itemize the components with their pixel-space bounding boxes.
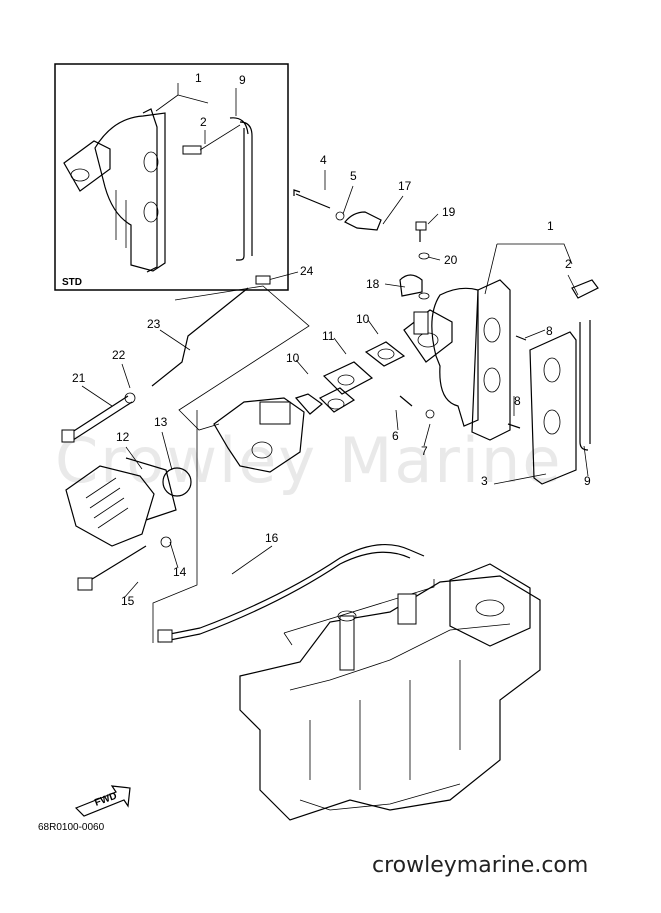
callout-24: 24 — [300, 264, 314, 278]
callout-labels: 1 9 2 4 5 17 19 20 1 2 24 18 8 23 10 11 … — [72, 71, 591, 608]
callout-19: 19 — [442, 205, 456, 219]
engine-block — [239, 563, 541, 821]
callout-9: 9 — [584, 474, 591, 488]
callout-15: 15 — [121, 594, 135, 608]
carburetor — [213, 341, 406, 473]
callout-22: 22 — [112, 348, 126, 362]
callout-16: 16 — [265, 531, 279, 545]
callout-10-upper: 10 — [356, 312, 370, 326]
footer-url: crowleymarine.com — [372, 853, 589, 878]
leader-lines — [81, 170, 589, 646]
std-label: STD — [62, 277, 82, 288]
callout-20: 20 — [444, 253, 458, 267]
callout-3: 3 — [481, 474, 488, 488]
fwd-label: FWD — [93, 791, 118, 809]
callout-7: 7 — [421, 444, 428, 458]
callout-8-lower: 8 — [514, 394, 521, 408]
callout-23: 23 — [147, 317, 161, 331]
fuel-line — [157, 544, 425, 643]
callout-14: 14 — [173, 565, 187, 579]
callout-2: 2 — [565, 257, 572, 271]
callout-17: 17 — [398, 179, 412, 193]
link-rod — [61, 275, 271, 443]
intake-silencer — [65, 457, 192, 591]
callout-4: 4 — [320, 153, 327, 167]
gasket — [529, 331, 577, 485]
diagram-code: 68R0100-0060 — [38, 822, 105, 833]
callout-1-inset: 1 — [195, 71, 202, 85]
callout-9-inset: 9 — [239, 73, 246, 87]
bolts — [293, 189, 527, 429]
callout-18: 18 — [366, 277, 380, 291]
callout-13: 13 — [154, 415, 168, 429]
watermark: Crowley Marine — [55, 424, 562, 497]
callout-6: 6 — [392, 429, 399, 443]
callout-21: 21 — [72, 371, 86, 385]
callout-10-lower: 10 — [286, 351, 300, 365]
callout-8-upper: 8 — [546, 324, 553, 338]
callout-12: 12 — [116, 430, 130, 444]
callout-1: 1 — [547, 219, 554, 233]
callout-2-inset: 2 — [200, 115, 207, 129]
fwd-arrow-icon: FWD — [74, 785, 131, 817]
callout-5: 5 — [350, 169, 357, 183]
fuel-hose — [571, 279, 599, 451]
std-inset: STD — [54, 63, 289, 291]
callout-11: 11 — [322, 329, 335, 343]
intake-manifold — [403, 279, 511, 441]
